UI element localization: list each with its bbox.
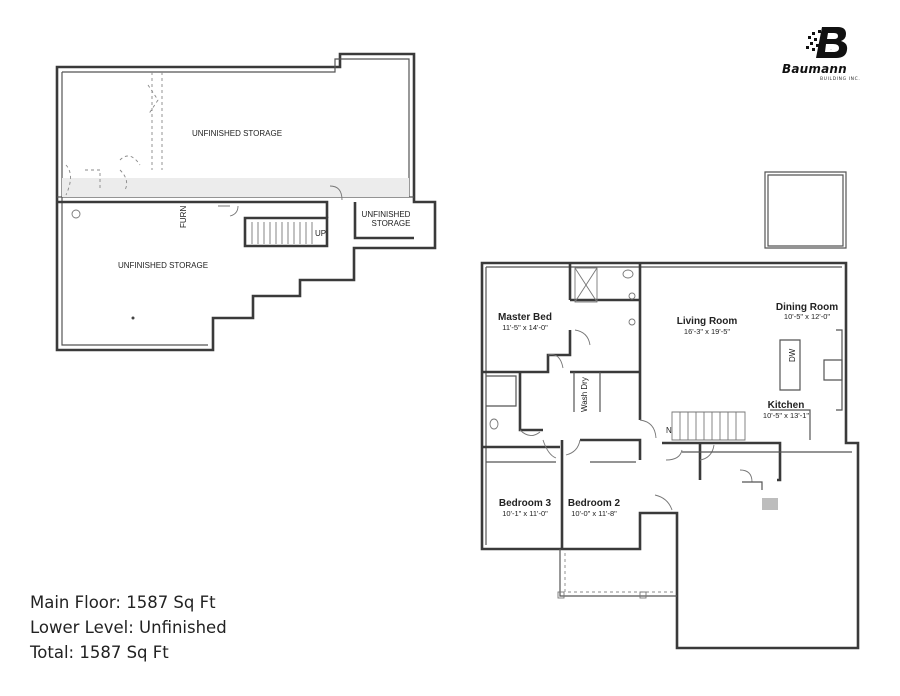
main-stairs: [671, 411, 746, 441]
lower-level-divider: [57, 200, 329, 218]
stairs-up-label: UP: [315, 229, 326, 238]
logo-letter: B: [831, 49, 832, 51]
brand-name: Baumann: [782, 62, 847, 76]
lower-storage-top-label: UNFINISHED STORAGE: [192, 129, 282, 138]
main-floor-sqft: Main Floor: 1587 Sq Ft: [30, 593, 216, 612]
stairs-n-label: N: [666, 426, 672, 435]
lower-level-status: Lower Level: Unfinished: [30, 618, 227, 637]
kitchen-label: Kitchen: [768, 400, 805, 411]
bedroom-2-label: Bedroom 2: [568, 498, 621, 509]
furnace-label: FURN: [179, 206, 188, 228]
dishwasher-label: DW: [788, 348, 797, 362]
wash-dry-label: Wash Dry: [580, 377, 589, 412]
lower-storage-small-label-2: STORAGE: [372, 219, 411, 228]
dining-room-label: Dining Room: [776, 302, 838, 313]
main-floor-outer-wall: [480, 261, 860, 650]
total-sqft: Total: 1587 Sq Ft: [30, 643, 169, 662]
deck: [764, 171, 847, 249]
master-bed-label: Master Bed: [498, 312, 552, 323]
living-room-dim: 16'-3" x 19'-5": [684, 327, 730, 336]
main-floor-plan: Master Bed 11'-5" x 14'-0" Living Room 1…: [480, 171, 860, 650]
bedroom-3-label: Bedroom 3: [499, 498, 552, 509]
brand-subtitle: BUILDING INC.: [820, 77, 861, 82]
square-footage-summary: Main Floor: 1587 Sq Ft Lower Level: Unfi…: [30, 590, 227, 665]
front-porch: [559, 549, 677, 597]
dining-room-dim: 10'-5" x 12'-0": [784, 312, 830, 321]
lower-storage-bottom-label: UNFINISHED STORAGE: [118, 261, 208, 270]
master-bed-dim: 11'-5" x 14'-0": [502, 323, 548, 332]
bedroom-3-dim: 10'-1" x 11'-0": [502, 509, 548, 518]
lower-level-outer-wall: [55, 52, 437, 352]
baumann-logo: B Baumann BUILDING INC.: [770, 24, 880, 82]
living-room-label: Living Room: [677, 316, 738, 327]
lower-storage-small-label-1: UNFINISHED: [362, 210, 411, 219]
logo-mark-icon: B: [806, 27, 848, 58]
lower-stairs: [251, 222, 313, 244]
bedroom-2-dim: 10'-0" x 11'-8": [571, 509, 617, 518]
lower-level-plan: UNFINISHED STORAGE UNFINISHED STORAGE UN…: [55, 52, 437, 352]
kitchen-dim: 10'-5" x 13'-1": [763, 411, 809, 420]
